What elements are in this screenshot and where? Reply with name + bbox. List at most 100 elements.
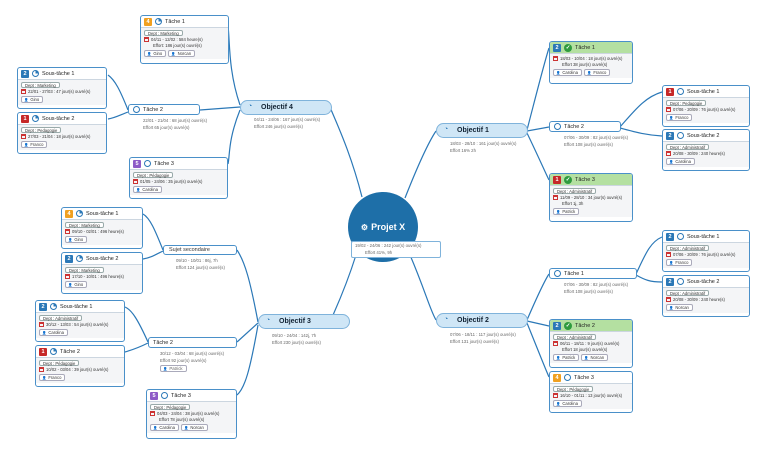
dates-text: 04/11 - 12/02 : 584 heure(s)	[151, 37, 203, 42]
card-header: 4 Tâche 3	[550, 372, 632, 383]
priority-icon: 5	[133, 159, 141, 168]
card-title: Sous-tâche 2	[687, 132, 720, 139]
objectif-3-node[interactable]: ◔ Objectif 3	[258, 314, 350, 329]
person-chip: Carolina	[666, 158, 695, 165]
objectif-4-node[interactable]: ◔ Objectif 4	[240, 100, 332, 115]
effort-text: Effort 18 jour(s) ouvré(s)	[562, 347, 608, 352]
priority-icon: 2	[553, 321, 561, 330]
calendar-icon	[666, 107, 671, 113]
status-circle-icon	[161, 392, 168, 399]
person-chip: Gino	[21, 96, 44, 103]
o4-sous-tache-1-card[interactable]: 2 Sous-tâche 1 Dept : Marketing 22/01 - …	[17, 67, 107, 109]
dates-text: 04/03 - 24/04 : 38 jour(s) ouvré(s)	[157, 411, 220, 416]
progress-pie-icon	[32, 115, 39, 122]
status-circle-icon	[554, 123, 561, 130]
dept-tag: Dept : Administratif	[553, 188, 597, 194]
o2-tache-1-info: 07/06 - 30/09 : 82 jour(s) ouvré(s) Effo…	[564, 282, 628, 295]
status-circle-icon	[554, 270, 561, 277]
priority-icon: 1	[39, 347, 47, 356]
calendar-icon	[553, 341, 558, 347]
card-header: 2 ✓ Tâche 1	[550, 42, 632, 53]
root-info: 19/02 - 24/06 : 242 jour(s) ouvré(s) Eff…	[351, 241, 441, 258]
priority-icon: 2	[666, 232, 674, 241]
dates-text: 09/10 - 02/01 : 496 heure(s)	[72, 229, 124, 234]
person-chip: Patrick	[553, 354, 580, 361]
effort-text: Effort: 186 jour(s) ouvré(s)	[153, 43, 202, 48]
o4-sous-tache-2-card[interactable]: 1 Sous-tâche 2 Dept : Pedagogie 27/03 - …	[17, 112, 107, 154]
objectif-1-title: Objectif 1	[457, 127, 489, 134]
person-chip: Norcan	[180, 424, 208, 431]
o3-sous-tache-2-card[interactable]: 2 Sous-tâche 2 Dept : Marketing 17/10 - …	[61, 252, 143, 294]
dates-text: 16/10 - 01/11 : 13 jour(s) ouvré(s)	[560, 393, 623, 398]
effort-text: Effort 124 jour(s) ouvré(s)	[176, 264, 225, 270]
priority-icon: 2	[666, 131, 674, 140]
o1-tache-3-card[interactable]: 1 ✓ Tâche 3 Dept : Administratif 11/09 -…	[549, 173, 633, 222]
priority-icon: 1	[666, 87, 674, 96]
o3-sous-tache-1b-card[interactable]: 2 Sous-tâche 1 Dept : Administratif 30/1…	[35, 300, 125, 342]
objectif-2-node[interactable]: ◔ Objectif 2	[436, 313, 528, 328]
o3-tache-2-node[interactable]: Tâche 2	[148, 337, 237, 348]
calendar-icon	[553, 56, 558, 62]
priority-icon: 1	[553, 175, 561, 184]
link-o3t2-b2	[124, 342, 149, 353]
effort-text: Effort 1j, 3h	[562, 201, 584, 206]
link-o4t2-s2	[107, 111, 129, 120]
sujet-secondaire-node[interactable]: Sujet secondaire	[163, 245, 237, 255]
card-header: 5 Tâche 3	[147, 390, 236, 401]
status-circle-icon	[144, 160, 151, 167]
person-chip: Franco	[21, 141, 48, 148]
card-header: 1 Sous-tâche 2	[18, 113, 106, 124]
calendar-icon	[21, 89, 26, 95]
link-root-objectif1	[404, 130, 437, 199]
calendar-icon	[21, 134, 26, 140]
dates-text: 09/10 - 10/01 : 86j, 7h	[176, 258, 218, 263]
card-title: Sous-tâche 1	[687, 88, 720, 95]
dates-text: 18/03 - 10/04 : 18 jour(s) ouvré(s)	[560, 56, 623, 61]
status-circle-icon	[133, 106, 140, 113]
o3-tache-2-info: 30/12 - 03/04 : 68 jour(s) ouvré(s) Effo…	[160, 351, 224, 372]
link-root-objectif3	[329, 254, 357, 323]
calendar-icon	[553, 195, 558, 201]
link-o1t2-s2	[619, 127, 663, 137]
o1-sous-tache-1-card[interactable]: 1 Sous-tâche 1 Dept : Pedagogie 07/06 - …	[662, 85, 750, 127]
o2-tache-2-card[interactable]: 2 ✓ Tâche 2 Dept : Administratif 06/11 -…	[549, 319, 633, 368]
o1-tache-2-node[interactable]: Tâche 2	[549, 121, 621, 132]
o4-tache-1-title: Tâche 1	[165, 18, 185, 25]
o3-tache-2b-card[interactable]: 1 Tâche 2 Dept : Pédagogie 10/02 - 03/04…	[35, 345, 125, 387]
link-root-objectif2	[409, 254, 437, 321]
o2-sous-tache-1-card[interactable]: 2 Sous-tâche 1 Dept : Administratif 07/0…	[662, 230, 750, 272]
dept-tag: Dept : Pédagogie	[39, 360, 80, 366]
link-o4-t1	[227, 25, 241, 106]
o4-tache-3-card[interactable]: 5 Tâche 3 Dept : Pédagogie 01/05 - 24/06…	[129, 157, 228, 199]
objectif-3-dates: 09/10 - 24/04 : 142j, 7h	[272, 333, 317, 338]
dept-tag: Dept : Marketing	[21, 82, 60, 88]
checkmark-icon: ✓	[564, 175, 572, 184]
objectif-1-node[interactable]: ◔ Objectif 1	[436, 123, 528, 138]
card-title: Tâche 3	[575, 176, 595, 183]
o1-sous-tache-2-card[interactable]: 2 Sous-tâche 2 Dept : Administratif 20/0…	[662, 129, 750, 171]
dept-tag: Dept : Administratif	[666, 245, 710, 251]
o2-tache-1-node[interactable]: Tâche 1	[549, 268, 637, 279]
o4-tache-1-card[interactable]: 4 Tâche 1 Dept : Marketing 04/11 - 12/02…	[140, 15, 229, 64]
dept-tag: Dept : Pédagogie	[150, 404, 191, 410]
card-title: Tâche 2	[60, 348, 80, 355]
dates-text: 22/01 - 21/04 : 68 jour(s) ouvré(s)	[143, 118, 208, 123]
card-header: 2 Sous-tâche 1	[36, 301, 124, 312]
o3-tache-3-card[interactable]: 5 Tâche 3 Dept : Pédagogie 04/03 - 24/04…	[146, 389, 237, 439]
dept-tag: Dept : Marketing	[65, 267, 104, 273]
o4-tache-2-node[interactable]: Tâche 2	[128, 104, 200, 115]
progress-pie-icon	[50, 348, 57, 355]
o3-sous-tache-1-card[interactable]: 4 Sous-tâche 1 Dept : Marketing 09/10 - …	[61, 207, 143, 249]
effort-text: Effort 92 jour(s) ouvré(s)	[160, 357, 207, 363]
card-title: Sous-tâche 2	[42, 115, 75, 122]
o2-sous-tache-2-card[interactable]: 2 Sous-tâche 2 Dept : Administratif 20/0…	[662, 275, 750, 317]
card-header: 2 Sous-tâche 2	[62, 253, 142, 264]
dates-text: 11/09 - 28/10 : 34 jour(s) ouvré(s)	[560, 195, 623, 200]
link-o3-t3	[236, 324, 259, 396]
o1-tache-1-card[interactable]: 2 ✓ Tâche 1 18/03 - 10/04 : 18 jour(s) o…	[549, 41, 633, 84]
status-circle-icon	[677, 132, 684, 139]
dept-tag: Dept : Pedagogie	[21, 127, 62, 133]
person-chip: Franco	[583, 69, 611, 76]
o2-tache-3-card[interactable]: 4 Tâche 3 Dept : Pédagogie 16/10 - 01/11…	[549, 371, 633, 413]
calendar-icon	[666, 297, 671, 303]
